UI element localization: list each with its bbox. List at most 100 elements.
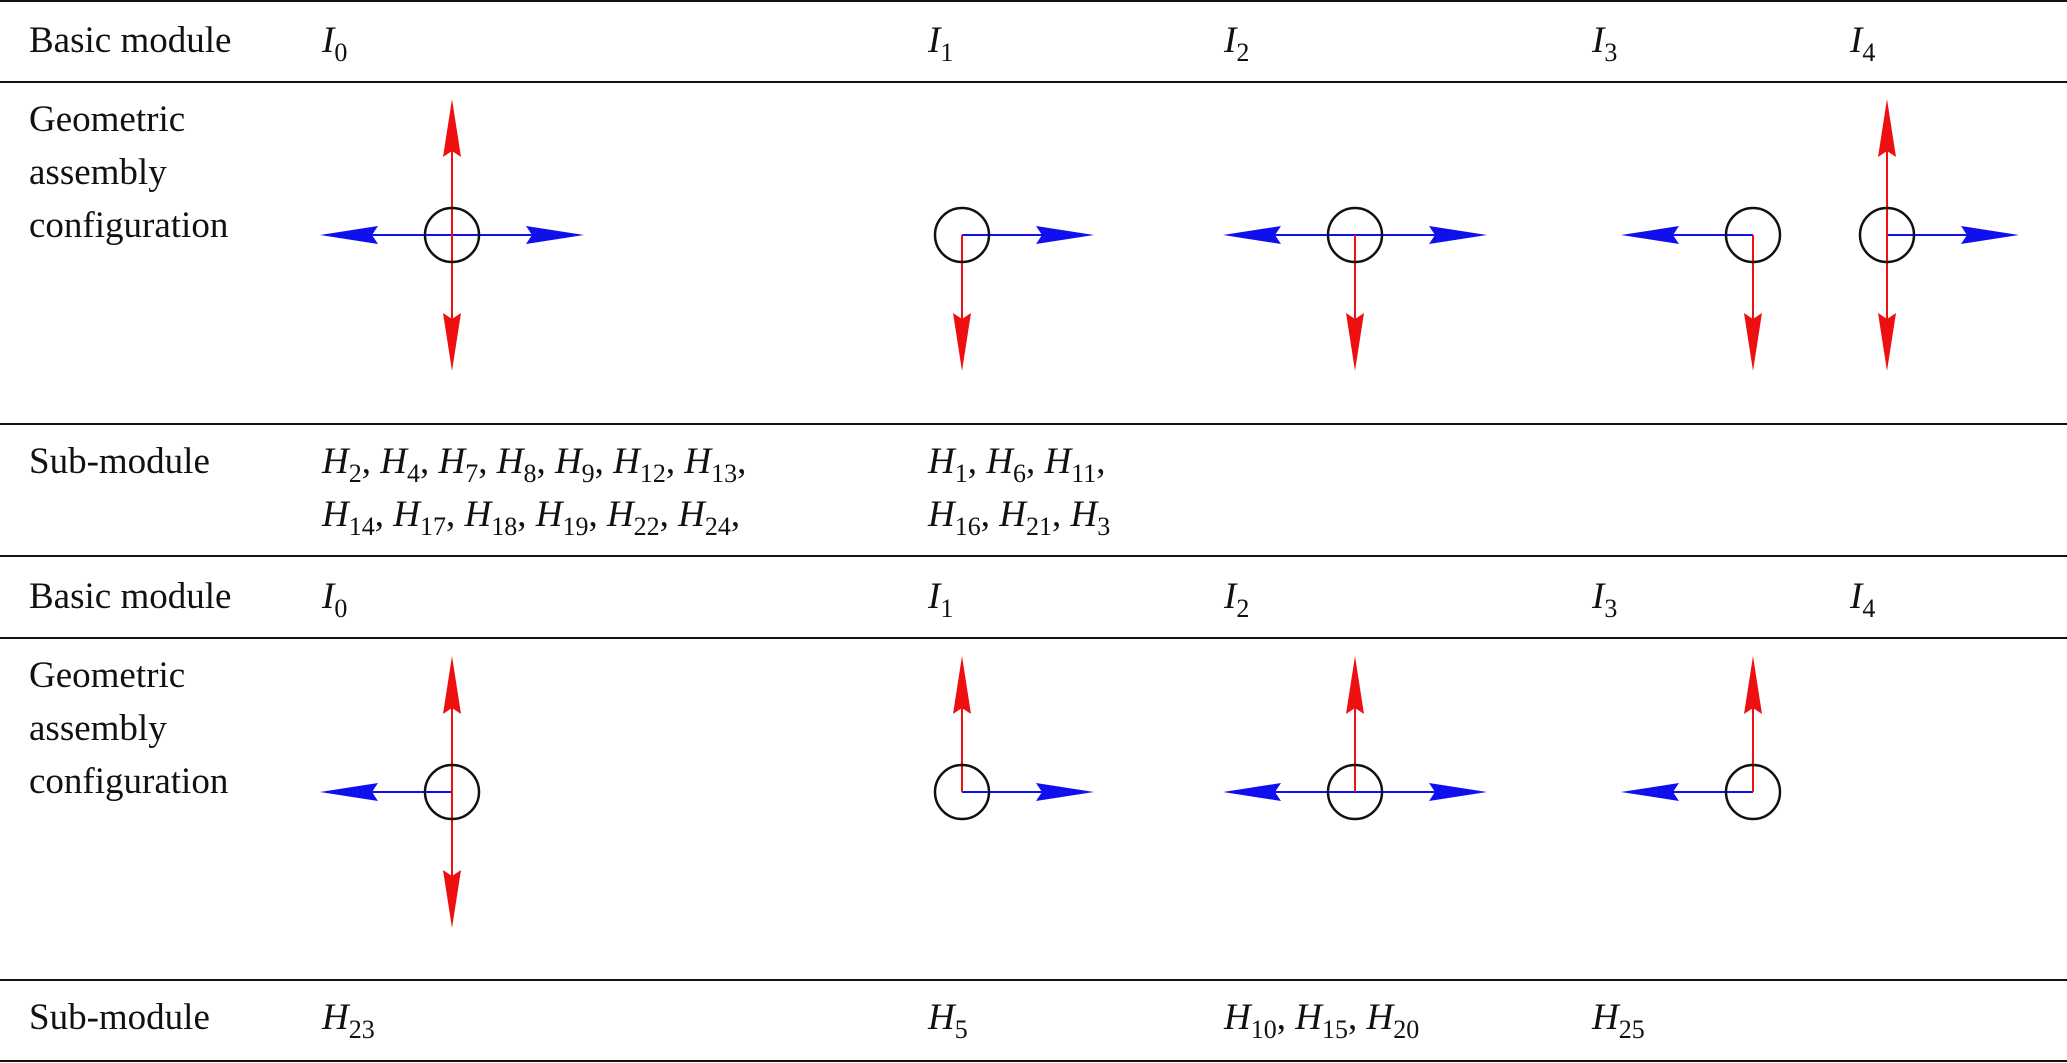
submodule-line: H1, H6, H11,	[928, 441, 1106, 488]
configuration-diagram	[933, 656, 1094, 821]
configuration-diagram	[933, 206, 1094, 371]
math-subscript: 3	[1604, 594, 1618, 623]
header-rule-1	[0, 81, 2067, 83]
arrow-down-icon	[953, 235, 971, 371]
arrow-up-icon	[1744, 656, 1762, 792]
math-symbol: H	[606, 494, 634, 535]
configuration-diagram	[320, 99, 584, 371]
module-header-cell: I4	[1850, 14, 1875, 67]
math-symbol: H	[322, 997, 349, 1038]
submodule-line: H25	[1592, 991, 1645, 1044]
arrow-left-icon	[1223, 226, 1355, 244]
header-rule-2	[0, 637, 2067, 639]
section-rule-1	[0, 423, 2067, 425]
math-symbol: H	[554, 441, 582, 482]
math-symbol: H	[1366, 997, 1394, 1038]
math-symbol: I	[1592, 20, 1605, 61]
math-symbol: H	[380, 441, 407, 482]
arrow-down-icon	[443, 235, 461, 371]
joint-circle-icon	[1724, 206, 1782, 264]
configuration-diagram	[1858, 99, 2019, 371]
math-symbol: I	[1592, 576, 1605, 617]
arrow-right-icon	[1887, 226, 2019, 244]
geometric-label-1-line-1: Geometric	[29, 99, 186, 140]
basic-module-label-1: Basic module	[29, 20, 232, 61]
arrow-up-icon	[953, 656, 971, 792]
arrow-right-icon	[962, 783, 1094, 801]
math-subscript: 16	[954, 512, 981, 541]
math-subscript: 21	[1025, 512, 1052, 541]
module-header-cell: I1	[928, 570, 953, 623]
math-symbol: H	[322, 494, 349, 535]
sub-module-label-2: Sub-module	[29, 997, 210, 1038]
math-subscript: 25	[1618, 1015, 1645, 1044]
geometric-label-2-line-1: Geometric	[29, 655, 186, 696]
module-header-cell: I2	[1224, 14, 1249, 67]
section-rule-2	[0, 979, 2067, 981]
math-symbol: H	[1295, 997, 1322, 1038]
math-symbol: H	[535, 494, 563, 535]
arrow-down-icon	[443, 792, 461, 928]
math-subscript: 24	[704, 512, 731, 541]
math-symbol: H	[684, 441, 712, 482]
arrow-up-icon	[1346, 656, 1364, 792]
math-symbol: I	[1850, 576, 1863, 617]
math-subscript: 13	[711, 459, 738, 488]
math-subscript: 19	[562, 512, 589, 541]
basic-module-label-2: Basic module	[29, 576, 232, 617]
joint-circle-icon	[423, 763, 481, 821]
group-separator-rule	[0, 555, 2067, 557]
math-symbol: H	[928, 997, 955, 1038]
math-subscript: 6	[1012, 459, 1026, 488]
math-subscript: 18	[491, 512, 518, 541]
submodule-line: H23	[322, 991, 375, 1044]
math-subscript: 1	[954, 459, 968, 488]
arrow-right-icon	[1355, 226, 1487, 244]
module-header-cell: I0	[322, 570, 347, 623]
math-subscript: 9	[581, 459, 595, 488]
module-header-cell: I1	[928, 14, 953, 67]
arrow-up-icon	[443, 656, 461, 792]
math-symbol: H	[613, 441, 640, 482]
arrow-up-icon	[443, 99, 461, 235]
joint-circle-icon	[933, 763, 991, 821]
math-symbol: H	[928, 494, 955, 535]
arrow-left-icon	[1621, 226, 1753, 244]
math-subscript: 3	[1097, 512, 1111, 541]
math-symbol: H	[678, 494, 705, 535]
math-subscript: 11	[1071, 459, 1097, 488]
math-subscript: 20	[1393, 1015, 1420, 1044]
math-symbol: I	[1850, 20, 1863, 61]
arrow-left-icon	[1223, 783, 1355, 801]
submodule-line: H5	[928, 991, 968, 1044]
math-symbol: H	[999, 494, 1026, 535]
math-symbol: H	[1070, 494, 1098, 535]
arrow-down-icon	[1744, 235, 1762, 371]
geometric-label-2-line-3: configuration	[29, 761, 229, 802]
submodule-line: H10, H15, H20	[1224, 997, 1420, 1044]
math-subscript: 22	[633, 512, 660, 541]
math-symbol: H	[464, 494, 492, 535]
math-symbol: H	[1224, 997, 1251, 1038]
joint-circle-icon	[423, 206, 481, 264]
joint-circle-icon	[933, 206, 991, 264]
math-symbol: I	[322, 20, 335, 61]
math-symbol: H	[322, 441, 349, 482]
table-top-rule	[0, 0, 2067, 2]
math-subscript: 14	[348, 512, 375, 541]
math-subscript: 5	[954, 1015, 968, 1044]
configuration-diagram	[1621, 206, 1782, 371]
math-subscript: 7	[465, 459, 479, 488]
math-subscript: 4	[1862, 594, 1876, 623]
configuration-diagram	[1621, 656, 1782, 821]
configuration-diagram	[1223, 206, 1487, 371]
arrow-right-icon	[962, 226, 1094, 244]
arrow-down-icon	[1346, 235, 1364, 371]
math-symbol: H	[496, 441, 524, 482]
module-header-cell: I3	[1592, 570, 1617, 623]
math-subscript: 2	[348, 459, 362, 488]
math-subscript: 3	[1604, 38, 1618, 67]
joint-circle-icon	[1724, 763, 1782, 821]
math-symbol: H	[986, 441, 1013, 482]
